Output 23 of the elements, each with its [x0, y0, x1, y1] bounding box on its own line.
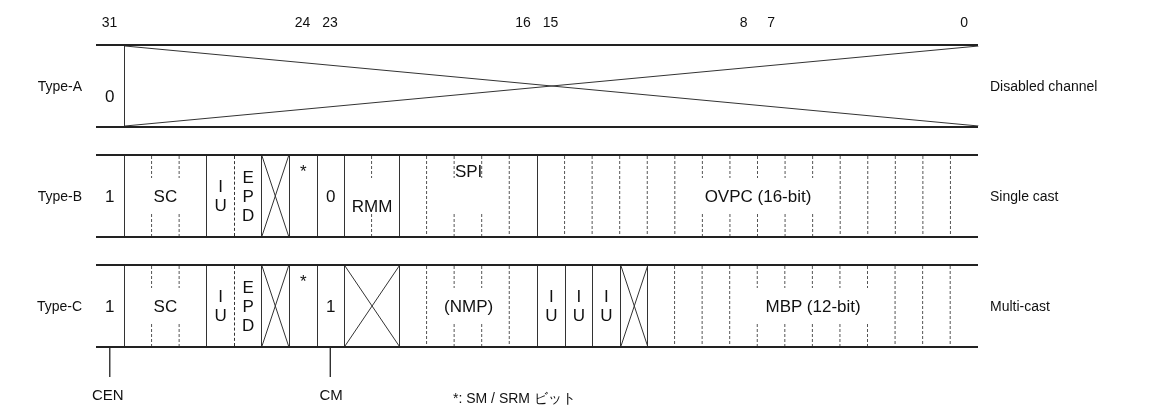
bit-field: MBP (12-bit)	[647, 266, 978, 346]
bit-field: OVPC (16-bit)	[537, 156, 978, 236]
bit-number: 7	[767, 14, 776, 30]
reserved-field	[344, 266, 400, 346]
reserved-field	[261, 156, 289, 236]
bit-number: 16	[515, 14, 531, 30]
field-name: CM	[319, 377, 343, 403]
field-name: CEN	[92, 377, 124, 403]
bit-number: 23	[322, 14, 338, 30]
bit-number: 31	[101, 14, 118, 30]
row-description: Single cast	[990, 188, 1059, 204]
bit-number: 15	[542, 14, 559, 30]
row-label: Type-C	[36, 298, 82, 314]
row-description: Disabled channel	[990, 78, 1098, 94]
bit-number: 24	[294, 14, 311, 30]
reserved-field	[619, 266, 648, 346]
footnote: *: SM / SRM ビット	[453, 390, 576, 408]
bit-number: 8	[739, 14, 748, 30]
row-label: Type-A	[37, 78, 82, 94]
row-label: Type-B	[37, 188, 82, 204]
bit-number: 0	[960, 14, 968, 30]
reserved-field	[261, 266, 289, 346]
row-description: Multi-cast	[990, 298, 1050, 314]
